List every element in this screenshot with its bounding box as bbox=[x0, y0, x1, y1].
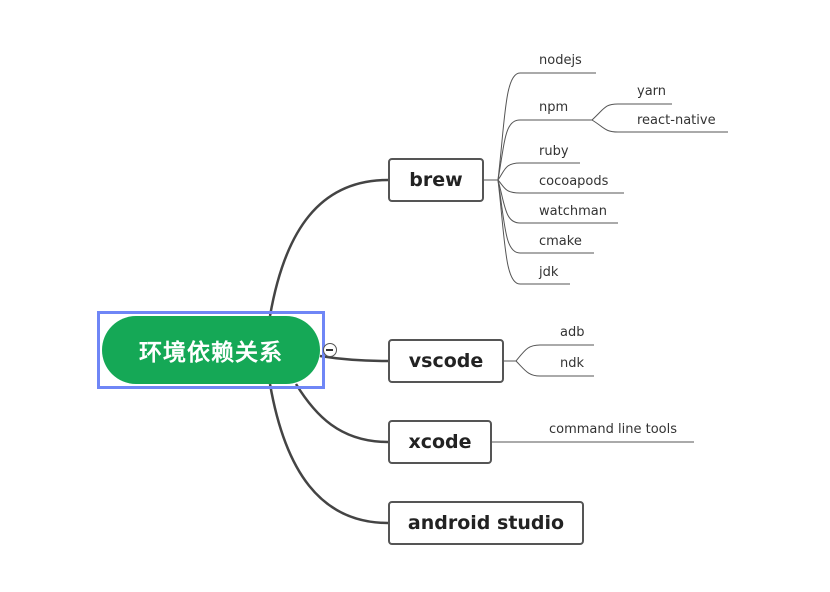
root-label: 环境依赖关系 bbox=[139, 340, 283, 366]
branch-vscode-label: vscode bbox=[408, 350, 484, 372]
leaf-cmake[interactable]: cmake bbox=[539, 234, 582, 249]
brew-children-connectors bbox=[484, 72, 728, 285]
branch-android-studio-label: android studio bbox=[407, 512, 565, 534]
connector-root-vscode bbox=[319, 354, 389, 363]
leaf-jdk[interactable]: jdk bbox=[539, 265, 559, 280]
connector-root-android bbox=[268, 383, 389, 525]
leaf-adb[interactable]: adb bbox=[560, 325, 585, 340]
connector-root-brew bbox=[268, 178, 389, 317]
collapse-icon[interactable] bbox=[323, 343, 337, 357]
branch-xcode[interactable]: xcode bbox=[388, 420, 492, 464]
branch-android-studio[interactable]: android studio bbox=[388, 501, 584, 545]
leaf-npm[interactable]: npm bbox=[539, 100, 569, 115]
leaf-command-line-tools[interactable]: command line tools bbox=[549, 422, 678, 437]
leaf-watchman[interactable]: watchman bbox=[539, 204, 607, 219]
branch-brew-label: brew bbox=[409, 169, 463, 191]
leaf-react-native[interactable]: react-native bbox=[637, 113, 716, 128]
branch-brew[interactable]: brew bbox=[388, 158, 484, 202]
leaf-ruby[interactable]: ruby bbox=[539, 144, 569, 159]
leaf-cocoapods[interactable]: cocoapods bbox=[539, 174, 609, 189]
leaf-nodejs[interactable]: nodejs bbox=[539, 53, 582, 68]
leaf-ndk[interactable]: ndk bbox=[560, 356, 585, 371]
root-node[interactable]: 环境依赖关系 bbox=[102, 316, 320, 384]
connector-root-xcode bbox=[294, 383, 389, 444]
vscode-children-connectors bbox=[504, 344, 594, 377]
branch-xcode-label: xcode bbox=[408, 431, 472, 453]
branch-vscode[interactable]: vscode bbox=[388, 339, 504, 383]
leaf-yarn[interactable]: yarn bbox=[637, 84, 667, 99]
